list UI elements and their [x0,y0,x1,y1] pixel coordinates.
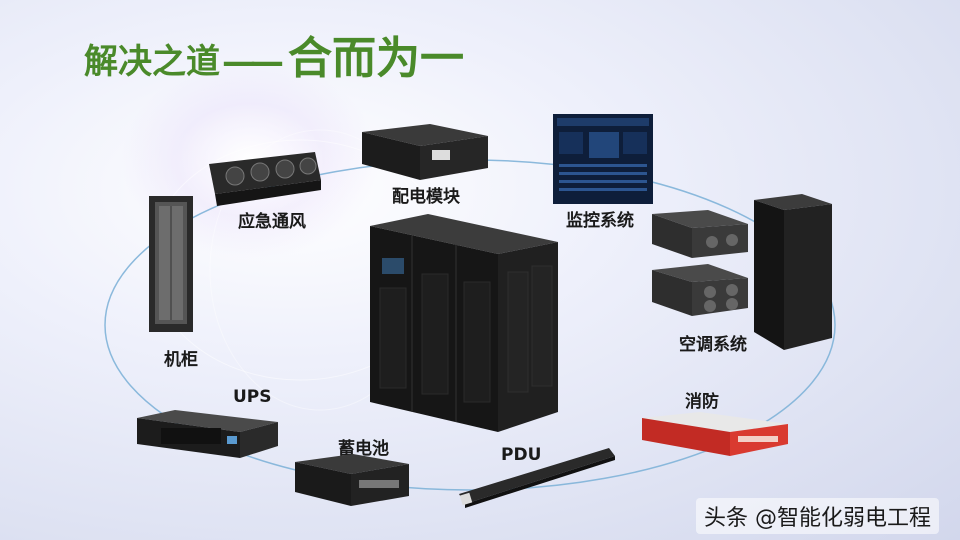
power-module-unit [360,122,490,182]
ups-unit [135,408,280,460]
label-power-module: 配电模块 [392,182,460,207]
label-ac-system: 空调系统 [679,330,747,355]
pdu-strip [455,444,620,510]
monitoring-screen [553,114,653,204]
emergency-fan-unit [205,150,325,210]
ac-units [648,208,753,318]
fire-suppression-unit [640,410,790,460]
watermark: 头条 @智能化弱电工程 [696,498,939,534]
label-fire: 消防 [685,387,719,412]
battery-unit [293,452,411,508]
label-ventilation: 应急通风 [238,207,306,232]
label-cabinet: 机柜 [164,345,198,370]
label-ups: UPS [233,387,272,407]
ac-tower [752,192,834,352]
server-cabinet [143,192,199,338]
label-monitoring: 监控系统 [566,206,634,231]
modular-data-center [368,212,560,434]
